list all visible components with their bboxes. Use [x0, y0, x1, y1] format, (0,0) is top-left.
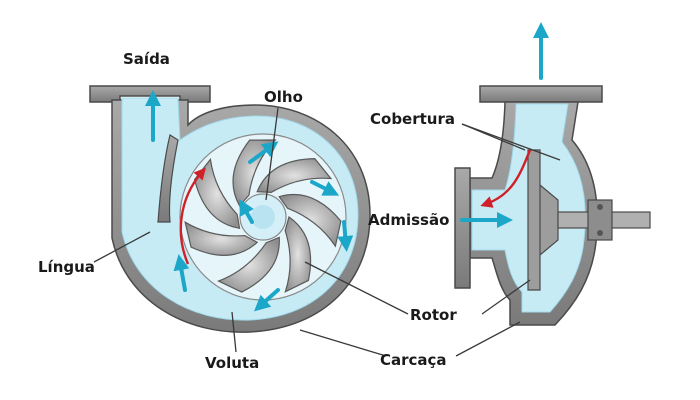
- leader-voluta: [231, 311, 237, 353]
- flow-arrows-front: [145, 90, 354, 312]
- label-admissao: Admissão: [368, 211, 449, 229]
- flow-arrow-icon: [337, 220, 354, 252]
- leader-olho: [265, 107, 279, 201]
- leader-carcaca-1: [299, 329, 387, 357]
- flow-arrow-icon: [173, 254, 190, 292]
- flow-arrow-icon: [248, 141, 279, 164]
- bolt: [597, 204, 603, 210]
- side-impeller: [527, 149, 559, 291]
- flow-arrow-icon: [254, 288, 280, 312]
- leader-carcaca-2: [455, 321, 521, 357]
- label-rotor: Rotor: [410, 306, 457, 324]
- impeller-vane: [284, 216, 312, 293]
- flow-arrows-side: [460, 22, 549, 228]
- leader-rotor-2: [481, 279, 531, 315]
- impeller-vane: [184, 220, 259, 256]
- red-flow-arrow-icon: [480, 149, 532, 208]
- suction-flange: [454, 167, 471, 289]
- leader-cobertura-2: [461, 123, 561, 161]
- leader-rotor-1: [304, 261, 409, 315]
- impeller-vane: [232, 139, 277, 207]
- label-lingua: Língua: [38, 258, 95, 276]
- bolt: [597, 230, 603, 236]
- front-section-view: [89, 85, 371, 333]
- label-voluta: Voluta: [205, 354, 259, 372]
- leader-lingua: [93, 231, 151, 263]
- leader-lines: [93, 107, 561, 357]
- flow-arrow-icon: [310, 180, 340, 196]
- impeller-vane: [256, 158, 333, 193]
- labels: Saída Olho Cobertura Admissão Língua Rot…: [38, 50, 457, 372]
- side-section-view: [454, 22, 651, 326]
- eye-center: [251, 205, 275, 229]
- volute-tongue: [157, 134, 179, 223]
- side-discharge-flange: [479, 85, 603, 103]
- label-cobertura: Cobertura: [370, 110, 455, 128]
- label-saida: Saída: [123, 50, 170, 68]
- label-olho: Olho: [264, 88, 303, 106]
- impeller-vane: [278, 193, 342, 248]
- red-flow-arrow-icon: [179, 167, 206, 265]
- label-carcaca: Carcaça: [380, 351, 447, 369]
- flow-arrow-icon: [239, 199, 254, 224]
- impeller-vane: [216, 236, 280, 293]
